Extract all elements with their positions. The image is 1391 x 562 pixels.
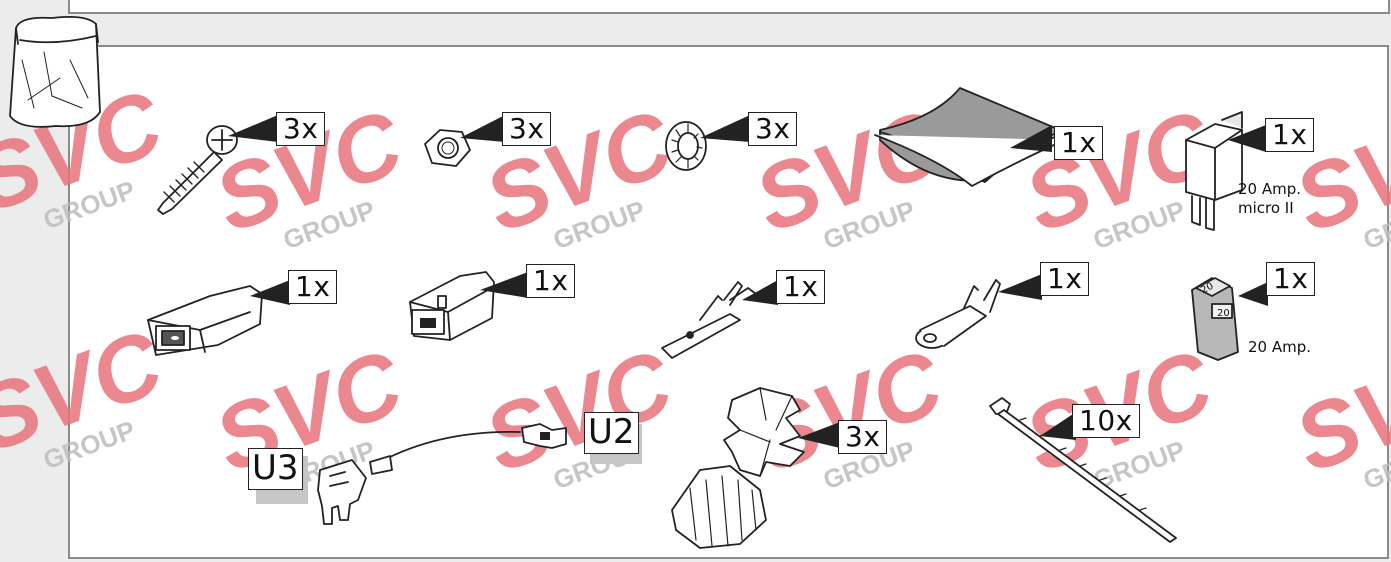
fuse-tap-note-line2: micro II bbox=[1238, 199, 1294, 217]
washer-qty-label: 3x bbox=[748, 112, 798, 146]
terminal-male-qty-label: 1x bbox=[776, 270, 826, 304]
terminal-female-qty-label: 1x bbox=[1040, 262, 1090, 296]
fuse-side-marking: 20 bbox=[1217, 308, 1230, 319]
housing-male-qty-label: 1x bbox=[526, 264, 576, 298]
housing-female-qty-label: 1x bbox=[288, 270, 338, 304]
cable-clip-icon bbox=[671, 387, 805, 549]
top-panel-frame bbox=[68, 0, 1390, 14]
fuse-tap-note-line1: 20 Amp. bbox=[1238, 180, 1302, 198]
fuse-qty-label: 1x bbox=[1266, 262, 1316, 296]
screw-qty-label: 3x bbox=[276, 112, 326, 146]
connector-housing-female-icon bbox=[147, 285, 263, 356]
hex-nut-icon bbox=[424, 129, 471, 167]
cable-clip-qty-label: 3x bbox=[838, 420, 888, 454]
receptacle-terminal-icon bbox=[915, 279, 1001, 349]
wire-harness-label-u3: U3 bbox=[248, 448, 303, 490]
connector-housing-male-icon bbox=[409, 271, 495, 341]
screw-icon bbox=[157, 125, 238, 215]
plastic-bag-icon bbox=[9, 15, 101, 128]
wire-harness-label-u2: U2 bbox=[584, 412, 639, 454]
fuse-tap-icon bbox=[1185, 111, 1243, 231]
blade-terminal-icon bbox=[661, 281, 757, 359]
fuse-note: 20 Amp. bbox=[1248, 338, 1312, 356]
wire-harness-icon bbox=[317, 423, 567, 525]
nut-qty-label: 3x bbox=[502, 112, 552, 146]
adhesive-pad-qty-label: 1x bbox=[1054, 126, 1104, 160]
fuse-tap-qty-label: 1x bbox=[1265, 118, 1315, 152]
cable-tie-qty-label: 10x bbox=[1072, 404, 1140, 438]
lock-washer-icon bbox=[665, 121, 707, 171]
fuse-icon bbox=[1191, 277, 1239, 361]
leader-arrow bbox=[228, 115, 278, 142]
